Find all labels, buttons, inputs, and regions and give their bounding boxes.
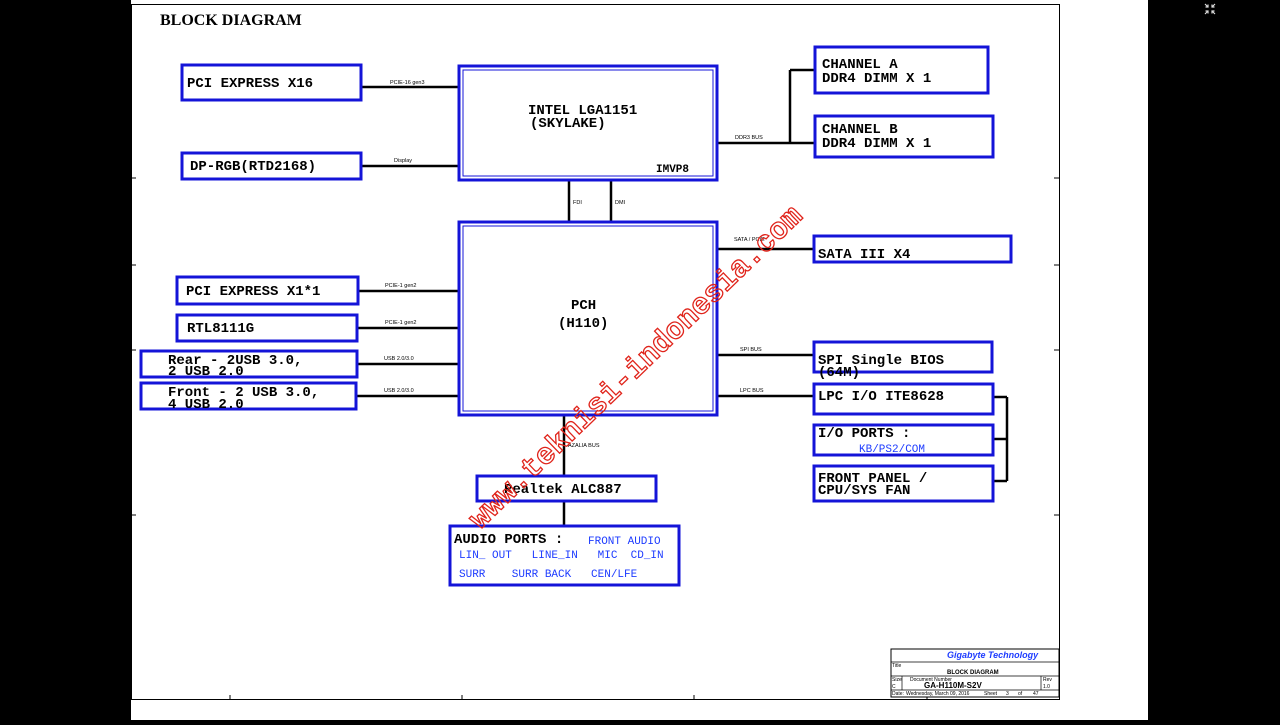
- fullscreen-exit-icon[interactable]: [1203, 2, 1217, 16]
- bus-wires: [356, 68, 1009, 526]
- bus-label-spi: SPI BUS: [740, 347, 762, 353]
- doc-title: BLOCK DIAGRAM: [947, 670, 999, 676]
- rtl8111g-block: RTL8111G: [175, 313, 359, 343]
- model-number: GA-H110M-S2V: [924, 681, 982, 690]
- of-value: 47: [1033, 691, 1039, 697]
- size-value: C: [892, 684, 896, 690]
- bus-label-pcie16: PCIE-16 gen3: [390, 80, 425, 86]
- lpc-io-label: LPC I/O ITE8628: [818, 389, 944, 405]
- audio-row2-label: LIN_ OUT LINE_IN MIC CD_IN: [459, 550, 664, 562]
- bus-labels: PCIE-16 gen3 Display DDR3 BUS FDI DMI SA…: [384, 80, 765, 449]
- cpu-block: INTEL LGA1151 (SKYLAKE) IMVP8: [457, 64, 719, 182]
- front-usb-sublabel: 4 USB 2.0: [168, 397, 244, 413]
- bus-label-pcie1-a: PCIE-1 gen2: [385, 283, 417, 289]
- docnum-label: Document Number: [910, 677, 952, 683]
- bus-label-ddr: DDR3 BUS: [735, 135, 763, 141]
- channel-b-label: CHANNEL B: [822, 122, 898, 138]
- date-value: Wednesday, March 09, 2016: [906, 691, 970, 697]
- spi-bios-label: SPI Single BIOS: [818, 353, 944, 369]
- bus-label-dmi: DMI: [615, 200, 626, 206]
- pcie-x1-block: PCI EXPRESS X1*1: [175, 275, 360, 306]
- channel-a-block: CHANNEL A DDR4 DIMM X 1: [813, 45, 990, 95]
- pch-block: PCH (H110): [457, 220, 719, 417]
- front-usb-block: Front - 2 USB 3.0, 4 USB 2.0: [139, 381, 358, 413]
- bus-label-azalia: AZALIA BUS: [568, 443, 600, 449]
- bus-label-lpc: LPC BUS: [740, 388, 764, 394]
- audio-front-label: FRONT AUDIO: [588, 536, 661, 548]
- dp-rgb-label: DP-RGB(RTD2168): [190, 159, 316, 175]
- pch-label: PCH: [571, 298, 596, 314]
- bus-label-fdi: FDI: [573, 200, 582, 206]
- alc887-label: Realtek ALC887: [504, 482, 622, 498]
- page-title: BLOCK DIAGRAM: [160, 12, 302, 29]
- channel-b-sublabel: DDR4 DIMM X 1: [822, 136, 931, 152]
- sata-block: SATA III X4: [812, 234, 1013, 264]
- spi-bios-block: SPI Single BIOS (64M): [812, 340, 994, 381]
- rev-label: Rev: [1043, 677, 1052, 683]
- channel-b-block: CHANNEL B DDR4 DIMM X 1: [813, 114, 995, 159]
- block-diagram: BLOCK DIAGRAM PCIE-16 gen3 Display DDR3 …: [131, 4, 1060, 700]
- spi-bios-sublabel: (64M): [818, 365, 860, 381]
- cpu-vrm-label: IMVP8: [656, 164, 689, 176]
- channel-a-label: CHANNEL A: [822, 57, 898, 73]
- dp-rgb-block: DP-RGB(RTD2168): [180, 151, 363, 181]
- title-field-label: Title: [892, 663, 901, 669]
- rev-value: 1.0: [1043, 684, 1050, 690]
- pcie-x1-label: PCI EXPRESS X1*1: [186, 284, 320, 300]
- io-ports-block: I/O PORTS : KB/PS2/COM: [812, 423, 995, 457]
- bus-label-display: Display: [394, 158, 412, 164]
- date-label: Date:: [892, 691, 904, 697]
- size-label: Size: [892, 677, 902, 683]
- rtl8111g-label: RTL8111G: [187, 321, 254, 337]
- title-block: Gigabyte Technology Title BLOCK DIAGRAM …: [890, 648, 1060, 698]
- bus-label-usb-front: USB 2.0/3.0: [384, 388, 414, 394]
- sheet-value: 3: [1006, 691, 1009, 697]
- rear-usb-sublabel: 2 USB 2.0: [168, 364, 244, 380]
- io-ports-sublabel: KB/PS2/COM: [859, 444, 925, 456]
- of-label: of: [1018, 691, 1023, 697]
- sheet-frame: [131, 4, 1060, 700]
- cpu-label: INTEL LGA1151: [528, 103, 637, 119]
- front-usb-label: Front - 2 USB 3.0,: [168, 385, 319, 401]
- alc887-block: Realtek ALC887: [475, 474, 658, 503]
- front-panel-block: FRONT PANEL / CPU/SYS FAN: [812, 464, 995, 503]
- front-panel-sublabel: CPU/SYS FAN: [818, 483, 910, 499]
- pcie-x16-label: PCI EXPRESS X16: [187, 76, 313, 92]
- bus-label-usb-rear: USB 2.0/3.0: [384, 356, 414, 362]
- pcie-x16-block: PCI EXPRESS X16: [180, 63, 363, 102]
- io-ports-label: I/O PORTS :: [818, 426, 910, 442]
- channel-a-sublabel: DDR4 DIMM X 1: [822, 71, 931, 87]
- sheet-label: Sheet: [984, 691, 998, 697]
- bus-label-pcie1-b: PCIE-1 gen2: [385, 320, 417, 326]
- front-panel-label: FRONT PANEL /: [818, 471, 927, 487]
- rear-usb-label: Rear - 2USB 3.0,: [168, 353, 302, 369]
- lpc-io-block: LPC I/O ITE8628: [812, 382, 995, 416]
- cpu-sublabel: (SKYLAKE): [530, 116, 606, 132]
- rear-usb-block: Rear - 2USB 3.0, 2 USB 2.0: [139, 349, 359, 380]
- schematic-sheet: BLOCK DIAGRAM PCIE-16 gen3 Display DDR3 …: [131, 0, 1148, 720]
- bus-label-sata: SATA / PCIE: [734, 237, 765, 243]
- audio-ports-block: AUDIO PORTS : FRONT AUDIO LIN_ OUT LINE_…: [448, 524, 681, 587]
- company-name: Gigabyte Technology: [947, 650, 1039, 660]
- audio-row3-label: SURR SURR BACK CEN/LFE: [459, 569, 638, 581]
- sata-label: SATA III X4: [818, 247, 910, 263]
- audio-ports-label: AUDIO PORTS :: [454, 532, 563, 548]
- pch-sublabel: (H110): [558, 316, 608, 332]
